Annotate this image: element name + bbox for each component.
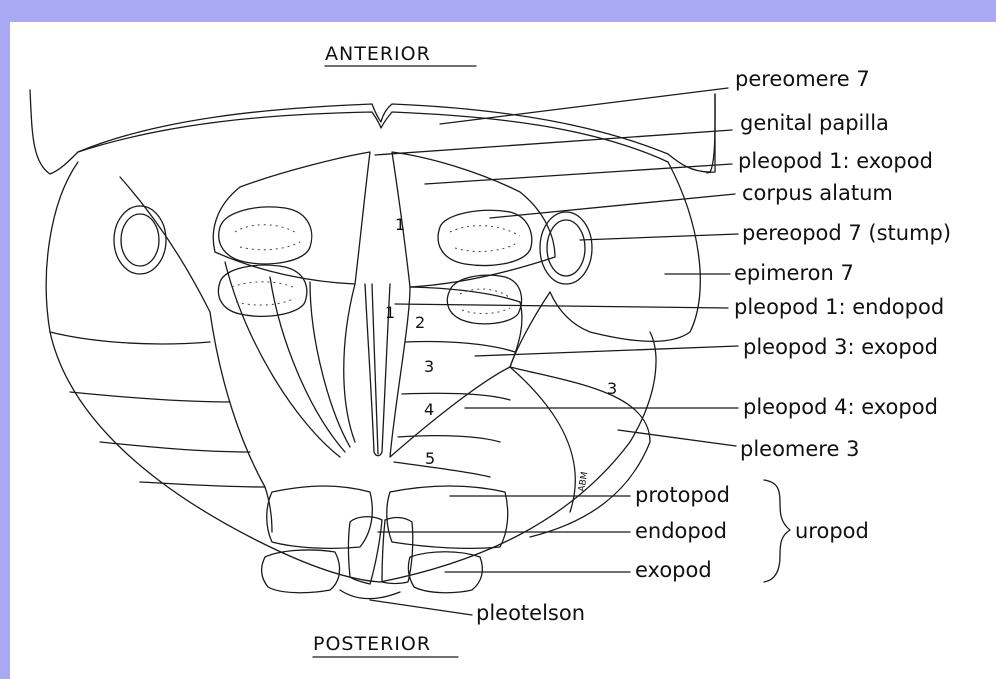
segment-numbers: 1 1 2 3 4 5 3 ABM — [385, 215, 617, 493]
leader-pereopod-7 — [580, 234, 738, 240]
pleomere-3-number: 3 — [607, 379, 617, 398]
label-genital-papilla: genital papilla — [740, 111, 889, 135]
pereopod-stumps — [114, 206, 592, 284]
leader-genital-papilla — [375, 130, 732, 155]
anterior-heading: ANTERIOR — [325, 43, 431, 65]
label-pleopod-4-exopod: pleopod 4: exopod — [743, 395, 938, 419]
label-pereopod-7-stump: pereopod 7 (stump) — [742, 221, 951, 245]
label-pleomere-3: pleomere 3 — [740, 437, 859, 461]
pleopod-4-number: 4 — [424, 400, 434, 419]
leader-pleopod-1-exopod — [425, 164, 732, 184]
label-corpus-alatum: corpus alatum — [742, 181, 893, 205]
label-protopod: protopod — [635, 483, 730, 507]
posterior-heading: POSTERIOR — [313, 633, 431, 655]
pleopod-3-number: 3 — [424, 357, 434, 376]
label-uropod: uropod — [795, 519, 869, 543]
leader-pereomere-7 — [440, 88, 728, 124]
uropod-brace — [764, 480, 790, 582]
endopod-1-number: 1 — [385, 303, 395, 322]
label-exopod: exopod — [635, 558, 712, 582]
leader-pleopod-3-exopod — [475, 346, 738, 356]
pleopod-5-number: 5 — [425, 449, 435, 468]
leader-pleomere-3 — [618, 430, 736, 446]
label-pleopod-3-exopod: pleopod 3: exopod — [743, 335, 938, 359]
label-pleopod-1-exopod: pleopod 1: exopod — [738, 149, 933, 173]
diagram-frame: ANTERIOR POSTERIOR — [10, 22, 996, 679]
label-pleotelson: pleotelson — [476, 601, 585, 625]
label-epimeron-7: epimeron 7 — [734, 261, 854, 285]
label-pleopod-1-endopod: pleopod 1: endopod — [734, 295, 944, 319]
leader-lines — [370, 88, 790, 615]
artist-signature: ABM — [577, 471, 590, 493]
isopod-ventral-diagram: ANTERIOR POSTERIOR — [10, 22, 996, 679]
label-pereomere-7: pereomere 7 — [735, 67, 870, 91]
label-endopod: endopod — [635, 519, 727, 543]
leader-pleopod-1-endopod — [395, 304, 728, 308]
leader-pleotelson — [370, 600, 472, 615]
pleopod-2-number: 2 — [415, 313, 425, 332]
exopod-1-number: 1 — [395, 215, 405, 234]
corpus-alata — [218, 207, 531, 324]
